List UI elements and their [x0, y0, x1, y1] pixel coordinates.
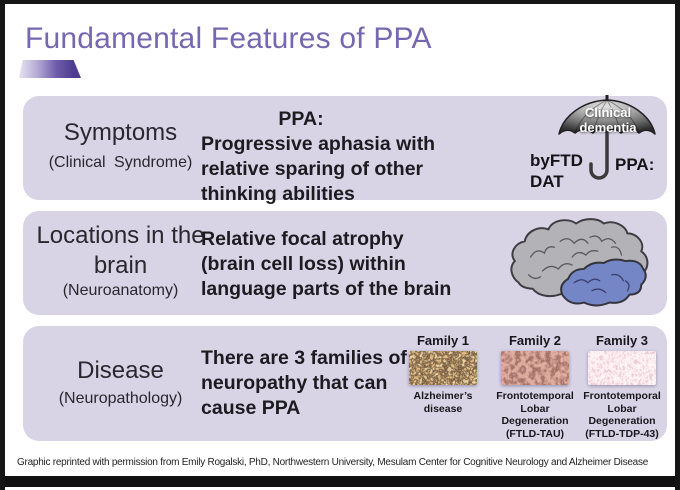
brain-language-region	[560, 258, 647, 307]
brain-illustration	[510, 218, 649, 307]
family-card: Family 2 Frontotemporal Lobar Degenerati…	[489, 333, 581, 440]
family-title: Family 3	[595, 333, 649, 348]
symptoms-label: Symptoms	[63, 119, 178, 146]
page-title: Fundamental Features of PPA	[25, 22, 432, 55]
family-title: Family 1	[416, 333, 470, 348]
family-caption: Frontotemporal Lobar Degeneration (FTLD-…	[496, 390, 574, 440]
bottom-bar	[5, 476, 675, 487]
locations-label: Locations in the brain	[36, 222, 205, 279]
umbrella-canopy-label: Clinical dementia	[579, 105, 637, 135]
family-histology-image	[588, 351, 656, 385]
brain-gyri-lines	[528, 235, 623, 280]
symptoms-sublabel: (Clinical Syndrome)	[48, 154, 193, 171]
family-caption: Alzheimer’s disease	[413, 390, 473, 415]
umbrella-ribs	[574, 99, 640, 134]
disease-body-text: There are 3 families of neuropathy that …	[201, 347, 407, 419]
disease-sublabel: (Neuropathology)	[58, 390, 183, 407]
family-card: Family 1 Alzheimer’s disease	[397, 333, 489, 415]
title-accent-shape	[19, 60, 81, 78]
symptoms-heading: PPA:	[278, 108, 324, 130]
disease-label: Disease	[77, 357, 164, 384]
brain-language-gyri-lines	[573, 273, 630, 294]
umbrella-handle	[589, 132, 609, 180]
ppa-under-umbrella-label: PPA:	[615, 155, 655, 174]
attribution-footer: Graphic reprinted with permission from E…	[17, 457, 649, 468]
family-title: Family 2	[508, 333, 562, 348]
family-caption: Frontotemporal Lobar Degeneration (FTLD-…	[583, 390, 661, 440]
family-histology-image	[501, 351, 569, 385]
family-histology-image	[409, 351, 477, 385]
locations-body-text: Relative focal atrophy (brain cell loss)…	[201, 228, 452, 300]
symptoms-row: Symptoms (Clinical Syndrome) PPA: Progre…	[23, 96, 667, 205]
umbrella-illustration	[558, 95, 656, 180]
family-card: Family 3 Frontotemporal Lobar Degenerati…	[576, 333, 668, 440]
byftd-dat-label: byFTD DAT	[530, 151, 583, 191]
symptoms-body-text: Progressive aphasia with relative sparin…	[201, 133, 436, 205]
locations-sublabel: (Neuroanatomy)	[62, 282, 179, 299]
